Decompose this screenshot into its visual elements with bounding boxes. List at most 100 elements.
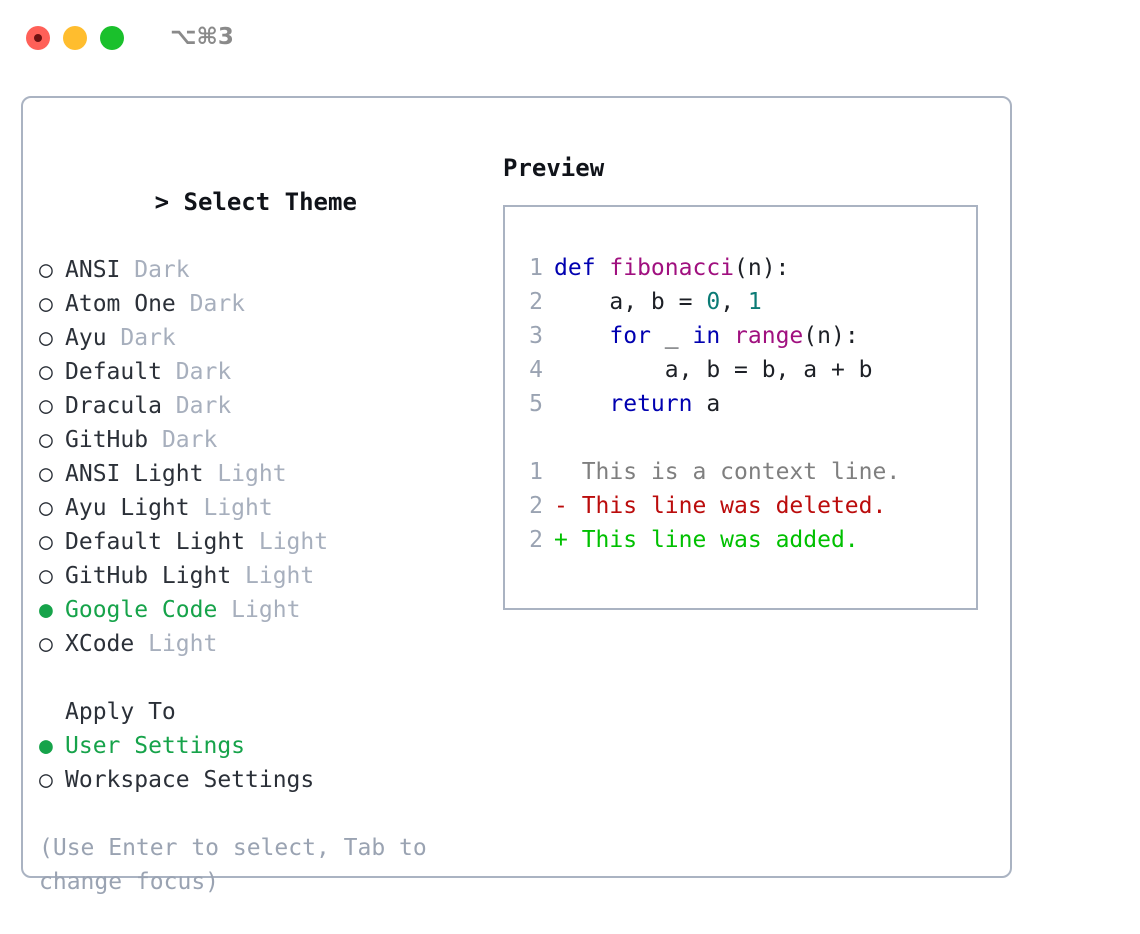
caret-icon: > xyxy=(154,188,170,216)
theme-option-default[interactable]: ○ Default Dark xyxy=(39,355,479,389)
code-line: 4 a, b = b, a + b xyxy=(517,353,900,387)
keyboard-hint-text: (Use Enter to select, Tab to change focu… xyxy=(39,835,441,895)
radio-unselected-icon: ○ xyxy=(39,529,53,555)
diff-marker: + xyxy=(554,527,568,553)
radio-unselected-icon: ○ xyxy=(39,495,53,521)
apply-to-option-name: Workspace Settings xyxy=(65,767,315,793)
code-token: a, b = xyxy=(554,289,707,315)
theme-option-category: Dark xyxy=(148,427,218,453)
code-token xyxy=(554,323,609,349)
code-token: range xyxy=(734,323,804,349)
maximize-button[interactable] xyxy=(100,26,124,50)
apply-to-option-user-settings[interactable]: ● User Settings xyxy=(39,729,479,763)
radio-unselected-icon: ○ xyxy=(39,291,53,317)
code-token: def xyxy=(554,255,610,281)
code-token: a, b = b, a + b xyxy=(554,357,873,383)
minimize-button[interactable] xyxy=(63,26,87,50)
theme-option-category: Light xyxy=(189,495,273,521)
titlebar: ⌥⌘3 xyxy=(0,0,1140,78)
theme-option-category: Light xyxy=(245,529,329,555)
theme-option-name: Default xyxy=(65,359,162,385)
theme-option-category: Dark xyxy=(161,393,232,419)
theme-option-category: Dark xyxy=(120,257,190,283)
code-token xyxy=(720,323,734,349)
radio-unselected-icon: ○ xyxy=(39,257,53,283)
keyboard-shortcut-label: ⌥⌘3 xyxy=(170,24,234,50)
apply-to-option-name: User Settings xyxy=(65,733,246,759)
diff-marker: - xyxy=(554,493,568,519)
theme-option-name: ANSI Light xyxy=(65,461,204,487)
theme-option-ayu-light[interactable]: ○ Ayu Light Light xyxy=(39,491,479,525)
radio-unselected-icon: ○ xyxy=(39,359,53,385)
theme-option-name: Ayu Light xyxy=(65,495,190,521)
code-line: 5 return a xyxy=(517,387,900,421)
theme-option-ansi-light[interactable]: ○ANSI Light Light xyxy=(39,457,479,491)
radio-unselected-icon: ○ xyxy=(39,631,53,657)
theme-option-category: Dark xyxy=(106,325,176,351)
code-line: 2 a, b = 0, 1 xyxy=(517,285,900,319)
theme-option-category: Dark xyxy=(161,359,232,385)
theme-option-github[interactable]: ○ GitHub Dark xyxy=(39,423,479,457)
diff-line-del: 2- This line was deleted. xyxy=(517,489,900,523)
radio-selected-icon: ● xyxy=(39,597,53,623)
select-theme-label: Select Theme xyxy=(183,188,357,216)
line-number: 1 xyxy=(529,459,543,485)
radio-unselected-icon: ○ xyxy=(39,325,53,351)
radio-unselected-icon: ○ xyxy=(39,461,53,487)
theme-option-name: GitHub xyxy=(65,427,149,453)
code-token: (n): xyxy=(734,255,790,281)
line-number: 2 xyxy=(529,289,543,315)
code-token: a xyxy=(692,391,721,417)
main-panel: > Select Theme ○ANSI Dark○Atom One Dark○… xyxy=(21,96,1012,895)
theme-option-default-light[interactable]: ○ Default Light Light xyxy=(39,525,479,559)
theme-option-ayu[interactable]: ○ Ayu Dark xyxy=(39,321,479,355)
radio-unselected-icon: ○ xyxy=(39,767,53,793)
code-token: 1 xyxy=(747,289,762,315)
code-token: 0 xyxy=(706,289,721,315)
close-button[interactable] xyxy=(26,26,50,50)
apply-to-option-workspace-settings[interactable]: ○ Workspace Settings xyxy=(39,763,479,797)
code-token: _ xyxy=(650,323,693,349)
code-line: 3 for _ in range(n): xyxy=(517,319,900,353)
line-number: 5 xyxy=(529,391,543,417)
theme-option-atom-one[interactable]: ○Atom One Dark xyxy=(39,287,479,321)
theme-selection-column: > Select Theme ○ANSI Dark○Atom One Dark○… xyxy=(39,151,479,899)
diff-text: This line was deleted. xyxy=(567,493,887,519)
code-token: fibonacci xyxy=(609,255,735,281)
preview-heading: Preview xyxy=(503,154,605,182)
radio-unselected-icon: ○ xyxy=(39,393,53,419)
diff-line-add: 2+ This line was added. xyxy=(517,523,900,557)
diff-text: This is a context line. xyxy=(567,459,901,485)
radio-selected-icon: ● xyxy=(39,733,53,759)
theme-option-google-code[interactable]: ●Google Code Light xyxy=(39,593,479,627)
diff-text: This line was added. xyxy=(567,527,859,553)
traffic-light-buttons xyxy=(26,26,124,50)
theme-option-name: GitHub Light xyxy=(65,563,232,589)
theme-option-category: Light xyxy=(217,597,301,623)
line-number: 1 xyxy=(529,255,543,281)
theme-option-dracula[interactable]: ○Dracula Dark xyxy=(39,389,479,423)
apply-to-list: ● User Settings ○ Workspace Settings xyxy=(39,729,479,797)
radio-unselected-icon: ○ xyxy=(39,427,53,453)
code-token: , xyxy=(720,289,748,315)
theme-option-category: Light xyxy=(134,631,218,657)
diff-marker xyxy=(554,459,568,485)
theme-option-name: Default Light xyxy=(65,529,246,555)
theme-option-name: Ayu xyxy=(65,325,107,351)
code-diff-separator xyxy=(517,421,900,455)
diff-line-ctx: 1 This is a context line. xyxy=(517,455,900,489)
line-number: 2 xyxy=(529,493,543,519)
theme-option-ansi[interactable]: ○ANSI Dark xyxy=(39,253,479,287)
code-token: for xyxy=(609,323,651,349)
theme-option-category: Light xyxy=(231,563,315,589)
theme-list: ○ANSI Dark○Atom One Dark○Ayu Dark○Defaul… xyxy=(39,253,479,661)
theme-option-name: Atom One xyxy=(65,291,176,317)
code-line: 1 def fibonacci(n): xyxy=(517,251,900,285)
theme-option-xcode[interactable]: ○XCode Light xyxy=(39,627,479,661)
radio-unselected-icon: ○ xyxy=(39,563,53,589)
theme-option-github-light[interactable]: ○ GitHub Light Light xyxy=(39,559,479,593)
